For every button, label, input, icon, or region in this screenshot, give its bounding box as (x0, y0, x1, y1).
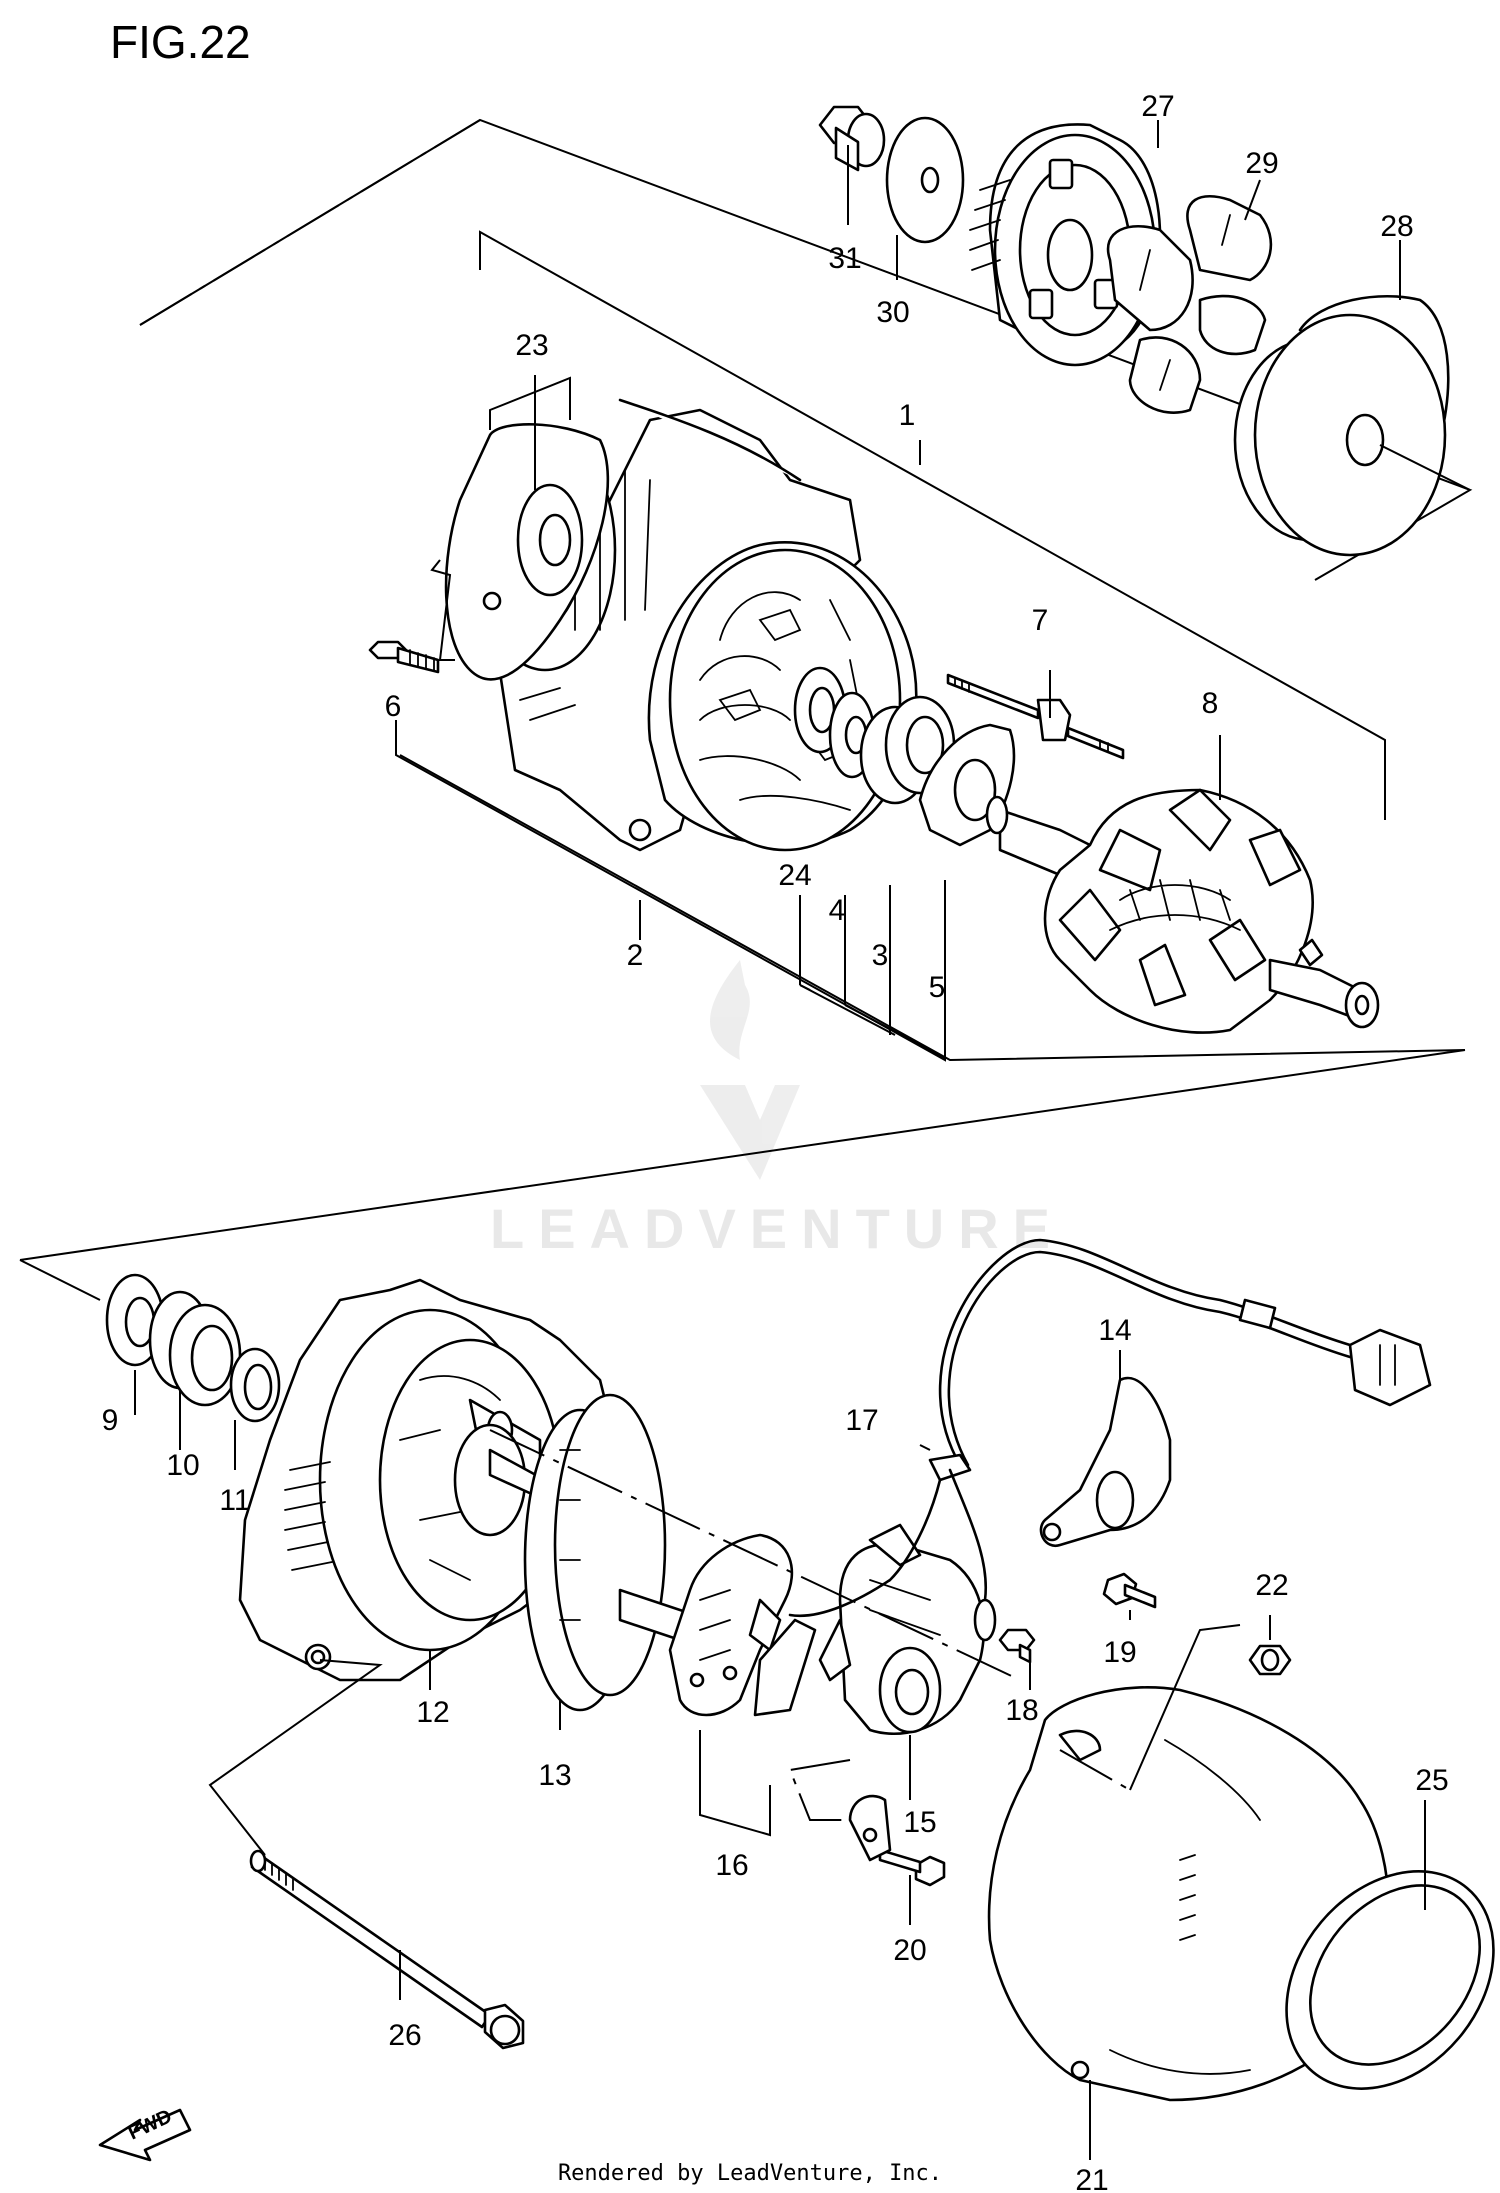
bottom-callout-leaders (19, 1259, 1426, 2160)
nut-31 (818, 105, 886, 172)
pulley-27 (969, 123, 1162, 367)
callout-19: 19 (1103, 1636, 1136, 1669)
callout-26: 26 (388, 2019, 421, 2052)
callout-16: 16 (715, 1849, 748, 1882)
bearing-retainer-23 (430, 376, 610, 681)
callout-9: 9 (102, 1404, 119, 1437)
leadventure-watermark: LEADVENTURE (490, 960, 1064, 1260)
callout-12: 12 (416, 1696, 449, 1729)
fan-29 (1106, 195, 1273, 414)
callout-5: 5 (929, 971, 946, 1004)
callout-3: 3 (872, 939, 889, 972)
callout-10: 10 (166, 1449, 199, 1482)
screw-18 (998, 1628, 1036, 1664)
callout-29: 29 (1245, 147, 1278, 180)
callout-17: 17 (845, 1404, 878, 1437)
screw-6 (368, 640, 440, 674)
fwd-arrow-icon: FWD (98, 2105, 192, 2162)
callout-14: 14 (1098, 1314, 1131, 1347)
top-callout-leaders (395, 120, 1401, 1062)
svg-text:LEADVENTURE: LEADVENTURE (490, 1197, 1064, 1260)
callout-31: 31 (828, 242, 861, 275)
callout-6: 6 (385, 690, 402, 723)
callout-1: 1 (899, 399, 916, 432)
screw-20 (848, 1794, 946, 1887)
cover-28 (1233, 294, 1471, 557)
callout-15: 15 (903, 1806, 936, 1839)
rotor-8 (985, 788, 1380, 1034)
bracket-14 (1039, 1376, 1172, 1548)
callout-numbers: 1 2 3 4 5 6 7 8 9 10 11 12 13 14 15 16 1… (102, 90, 1449, 2193)
bearing-3 (859, 695, 956, 805)
collar-11 (229, 1347, 281, 1423)
drive-end-housing-12 (238, 1278, 617, 1682)
bearing-10 (148, 1290, 242, 1407)
callout-24: 24 (778, 859, 811, 892)
callout-27: 27 (1141, 90, 1174, 123)
callout-25: 25 (1415, 1764, 1448, 1797)
callout-13: 13 (538, 1759, 571, 1792)
end-cap-25 (1285, 1870, 1495, 2090)
lead-wire-17 (788, 1238, 1432, 1642)
washer-9 (105, 1273, 165, 1367)
regulator-15 (818, 1523, 986, 1736)
callout-28: 28 (1380, 210, 1413, 243)
callout-23: 23 (515, 329, 548, 362)
stud-7 (946, 673, 1125, 760)
callout-21: 21 (1075, 2164, 1108, 2193)
footer-credit: Rendered by LeadVenture, Inc. (558, 2161, 942, 2186)
callout-4: 4 (829, 894, 846, 927)
through-bolt-26 (249, 1849, 525, 2050)
pulley-assembly (818, 105, 1471, 557)
screw-19 (1102, 1572, 1157, 1609)
callout-20: 20 (893, 1934, 926, 1967)
callout-11: 11 (219, 1484, 250, 1517)
nut-22 (1248, 1644, 1292, 1676)
brush-holder-16 (668, 1533, 817, 1837)
callout-18: 18 (1005, 1694, 1038, 1727)
callout-7: 7 (1032, 604, 1049, 637)
callout-2: 2 (627, 939, 644, 972)
callout-22: 22 (1255, 1569, 1288, 1602)
washer-30 (885, 116, 965, 244)
callout-8: 8 (1202, 687, 1219, 720)
figure-title: FIG.22 (110, 16, 251, 68)
callout-30: 30 (876, 296, 909, 329)
